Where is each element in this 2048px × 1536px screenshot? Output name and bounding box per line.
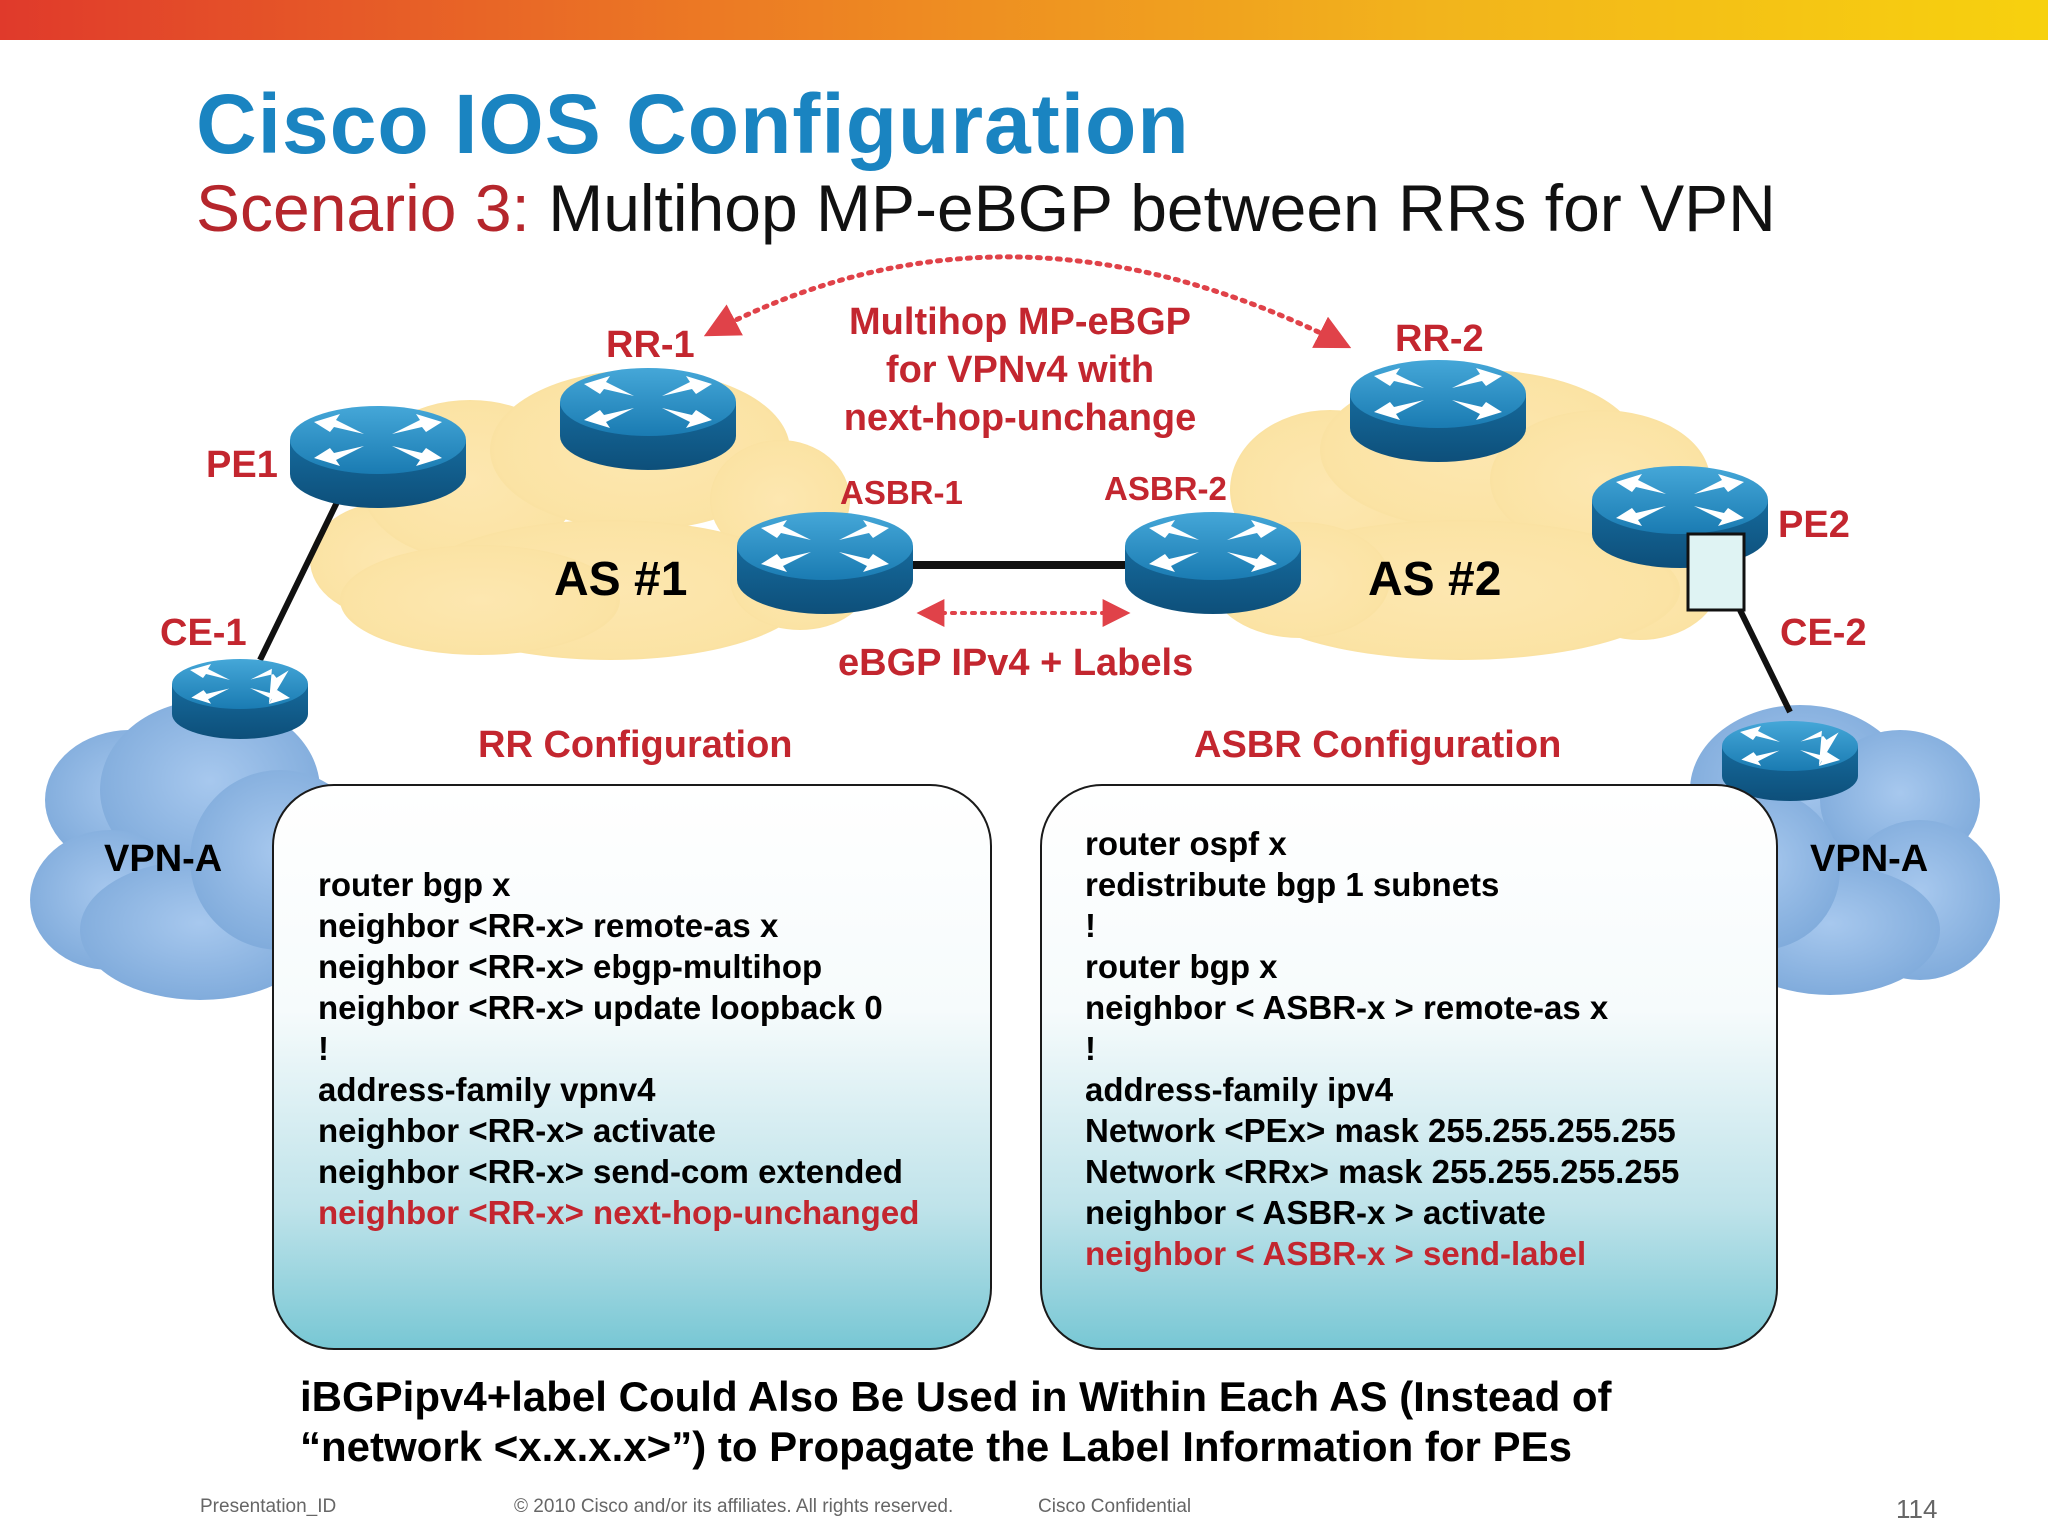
rr-config-line: router bgp x: [318, 866, 511, 903]
multihop-line-2: for VPNv4 with: [885, 349, 1155, 391]
multihop-line-3: next-hop-unchange: [843, 397, 1197, 439]
asbr-config-box: [1040, 784, 1778, 1350]
rr-config-line: neighbor <RR-x> ebgp-multihop: [318, 948, 823, 985]
asbr-config-line: Network <RRx> mask 255.255.255.255: [1085, 1153, 1680, 1190]
asbr-config-line: !: [1085, 907, 1096, 944]
asbr1-router-icon: [737, 512, 913, 614]
bottom-note-line-2: “network <x.x.x.x>”) to Propagate the La…: [300, 1423, 1572, 1470]
rr2-label: RR-2: [1395, 318, 1484, 360]
pe1-router-icon: [290, 406, 466, 508]
pe2-label: PE2: [1778, 504, 1850, 546]
ce1-label: CE-1: [160, 612, 247, 654]
asbr-config-lines: router ospf x redistribute bgp 1 subnets…: [1085, 823, 1679, 1274]
page-number: 114: [1896, 1494, 1938, 1524]
top-gradient-bar: [0, 0, 2048, 40]
asbr-config-line: redistribute bgp 1 subnets: [1085, 866, 1500, 903]
vpn-left-label: VPN-A: [104, 838, 223, 880]
rr-config-line: neighbor <RR-x> update loopback 0: [318, 989, 883, 1026]
pe2-ce2-link: [1737, 608, 1793, 714]
pe1-ce1-link: [257, 494, 343, 662]
asbr2-router-icon: [1125, 512, 1301, 614]
bottom-note-line-1: iBGPipv4+label Could Also Be Used in Wit…: [300, 1373, 1612, 1420]
rr-config-highlight-line: neighbor <RR-x> next-hop-unchanged: [318, 1194, 920, 1231]
multihop-annotation: Multihop MP-eBGP for VPNv4 with next-hop…: [822, 298, 1218, 442]
ebgp-label: eBGP IPv4 + Labels: [838, 642, 1194, 684]
rr-config-line: neighbor <RR-x> remote-as x: [318, 907, 779, 944]
scenario-label: Scenario 3:: [196, 171, 530, 245]
rr-config-box: [272, 784, 992, 1350]
vpn-right-label: VPN-A: [1810, 838, 1929, 880]
asbr-config-line: neighbor < ASBR-x > activate: [1085, 1194, 1546, 1231]
as2-label: AS #2: [1368, 553, 1502, 606]
scenario-text: Multihop MP-eBGP between RRs for VPN: [529, 171, 1776, 245]
ce2-label: CE-2: [1780, 612, 1867, 654]
rr1-router-icon: [560, 368, 736, 470]
rr-config-line: neighbor <RR-x> send-com extended: [318, 1153, 903, 1190]
asbr-config-line: address-family ipv4: [1085, 1071, 1394, 1108]
as1-label: AS #1: [554, 553, 688, 606]
multihop-line-1: Multihop MP-eBGP: [849, 301, 1191, 343]
slide-title: Cisco IOS Configuration: [196, 77, 1190, 171]
pe2-interface-box: [1686, 532, 1746, 612]
rr-config-line: address-family vpnv4: [318, 1071, 656, 1108]
bottom-note: iBGPipv4+label Could Also Be Used in Wit…: [300, 1372, 1612, 1472]
footer-presentation-id: Presentation_ID: [200, 1496, 337, 1517]
footer-copyright: © 2010 Cisco and/or its affiliates. All …: [514, 1496, 954, 1517]
rr2-router-icon: [1350, 360, 1526, 462]
rr-config-title: RR Configuration: [478, 724, 793, 766]
slide-subtitle: Scenario 3: Multihop MP-eBGP between RRs…: [196, 170, 1776, 246]
asbr-config-line: router ospf x: [1085, 825, 1287, 862]
rr-config-lines: router bgp x neighbor <RR-x> remote-as x…: [318, 864, 919, 1233]
asbr-config-highlight-line: neighbor < ASBR-x > send-label: [1085, 1235, 1587, 1272]
asbr-config-line: router bgp x: [1085, 948, 1278, 985]
multihop-session-arrow: [703, 254, 1352, 349]
asbr-config-line: Network <PEx> mask 255.255.255.255: [1085, 1112, 1676, 1149]
footer-confidential: Cisco Confidential: [1038, 1496, 1192, 1517]
rr-config-line: !: [318, 1030, 329, 1067]
asbr1-label: ASBR-1: [840, 474, 963, 511]
asbr-config-line: neighbor < ASBR-x > remote-as x: [1085, 989, 1609, 1026]
asbr-config-line: !: [1085, 1030, 1096, 1067]
asbr2-label: ASBR-2: [1104, 470, 1227, 507]
ce1-router-icon: [172, 659, 308, 739]
asbr-config-title: ASBR Configuration: [1194, 724, 1562, 766]
pe1-label: PE1: [206, 444, 278, 486]
rr1-label: RR-1: [606, 324, 695, 366]
rr-config-line: neighbor <RR-x> activate: [318, 1112, 716, 1149]
